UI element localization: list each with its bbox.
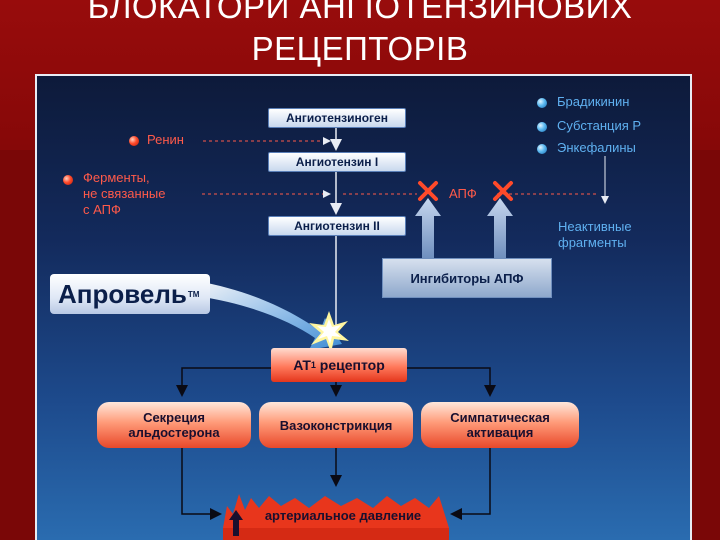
sympathetic-line1: Симпатическая — [450, 410, 550, 425]
kinin-item-bradykinin: Брадикинин — [557, 94, 629, 109]
enzymes-label-line2: не связанные — [83, 186, 165, 202]
arrow-aldosterone-to-bp — [182, 448, 219, 514]
kinin-bullet-icon-2 — [537, 122, 547, 132]
slide-title-line1: БЛОКАТОРИ АНГІОТЕНЗИНОВИХ — [0, 0, 720, 28]
kinin-item-enkephalins: Энкефалины — [557, 140, 636, 155]
sympathetic-line2: активация — [467, 425, 534, 440]
ace-label: АПФ — [449, 186, 477, 201]
slide-title: БЛОКАТОРИ АНГІОТЕНЗИНОВИХ РЕЦЕПТОРІВ — [0, 0, 720, 70]
aprovel-trademark: TM — [188, 290, 200, 299]
vasoconstriction-box: Вазоконстрикция — [259, 402, 413, 448]
block-x-right — [495, 183, 511, 199]
diagram-panel: Ангиотензиноген Ангиотензин I Ангиотензи… — [35, 74, 692, 540]
sympathetic-activation-box: Симпатическая активация — [421, 402, 579, 448]
kinin-bullet-icon-1 — [537, 98, 547, 108]
kinin-item-substance-p: Субстанция Р — [557, 118, 641, 133]
arrow-sympathetic-to-bp — [453, 448, 490, 514]
aldosterone-line1: Секреция — [143, 410, 205, 425]
angiotensin-2-box: Ангиотензин II — [268, 216, 406, 236]
angiotensinogen-box: Ангиотензиноген — [268, 108, 406, 128]
inactive-fragments-line1: Неактивные — [558, 219, 632, 235]
enzymes-label: Ферменты, не связанные с АПФ — [83, 170, 165, 218]
arrow-receptor-to-aldosterone — [182, 368, 271, 394]
aldosterone-line2: альдостерона — [128, 425, 219, 440]
angiotensin-1-box: Ангиотензин I — [268, 152, 406, 172]
inactive-fragments-label: Неактивные фрагменты — [558, 219, 632, 251]
enzymes-label-line3: с АПФ — [83, 202, 165, 218]
arrow-receptor-to-sympathetic — [407, 368, 490, 394]
ace-inhibitor-arrow-right — [487, 198, 513, 258]
kinin-bullet-icon-3 — [537, 144, 547, 154]
slide-title-line2: РЕЦЕПТОРІВ — [0, 28, 720, 70]
receptor-prefix: AT — [293, 357, 311, 373]
inactive-fragments-line2: фрагменты — [558, 235, 632, 251]
enzymes-label-line1: Ферменты, — [83, 170, 165, 186]
ace-inhibitors-box: Ингибиторы АПФ — [382, 258, 552, 298]
enzymes-bullet-icon — [63, 175, 73, 185]
block-x-left — [420, 183, 436, 199]
renin-bullet-icon — [129, 136, 139, 146]
blood-pressure-label: артериальное давление — [243, 508, 443, 523]
renin-label: Ренин — [147, 132, 184, 147]
receptor-suffix: рецептор — [316, 357, 385, 373]
ace-inhibitor-arrow-left — [415, 198, 441, 258]
aldosterone-secretion-box: Секреция альдостерона — [97, 402, 251, 448]
aprovel-name: Апровель — [58, 279, 187, 310]
